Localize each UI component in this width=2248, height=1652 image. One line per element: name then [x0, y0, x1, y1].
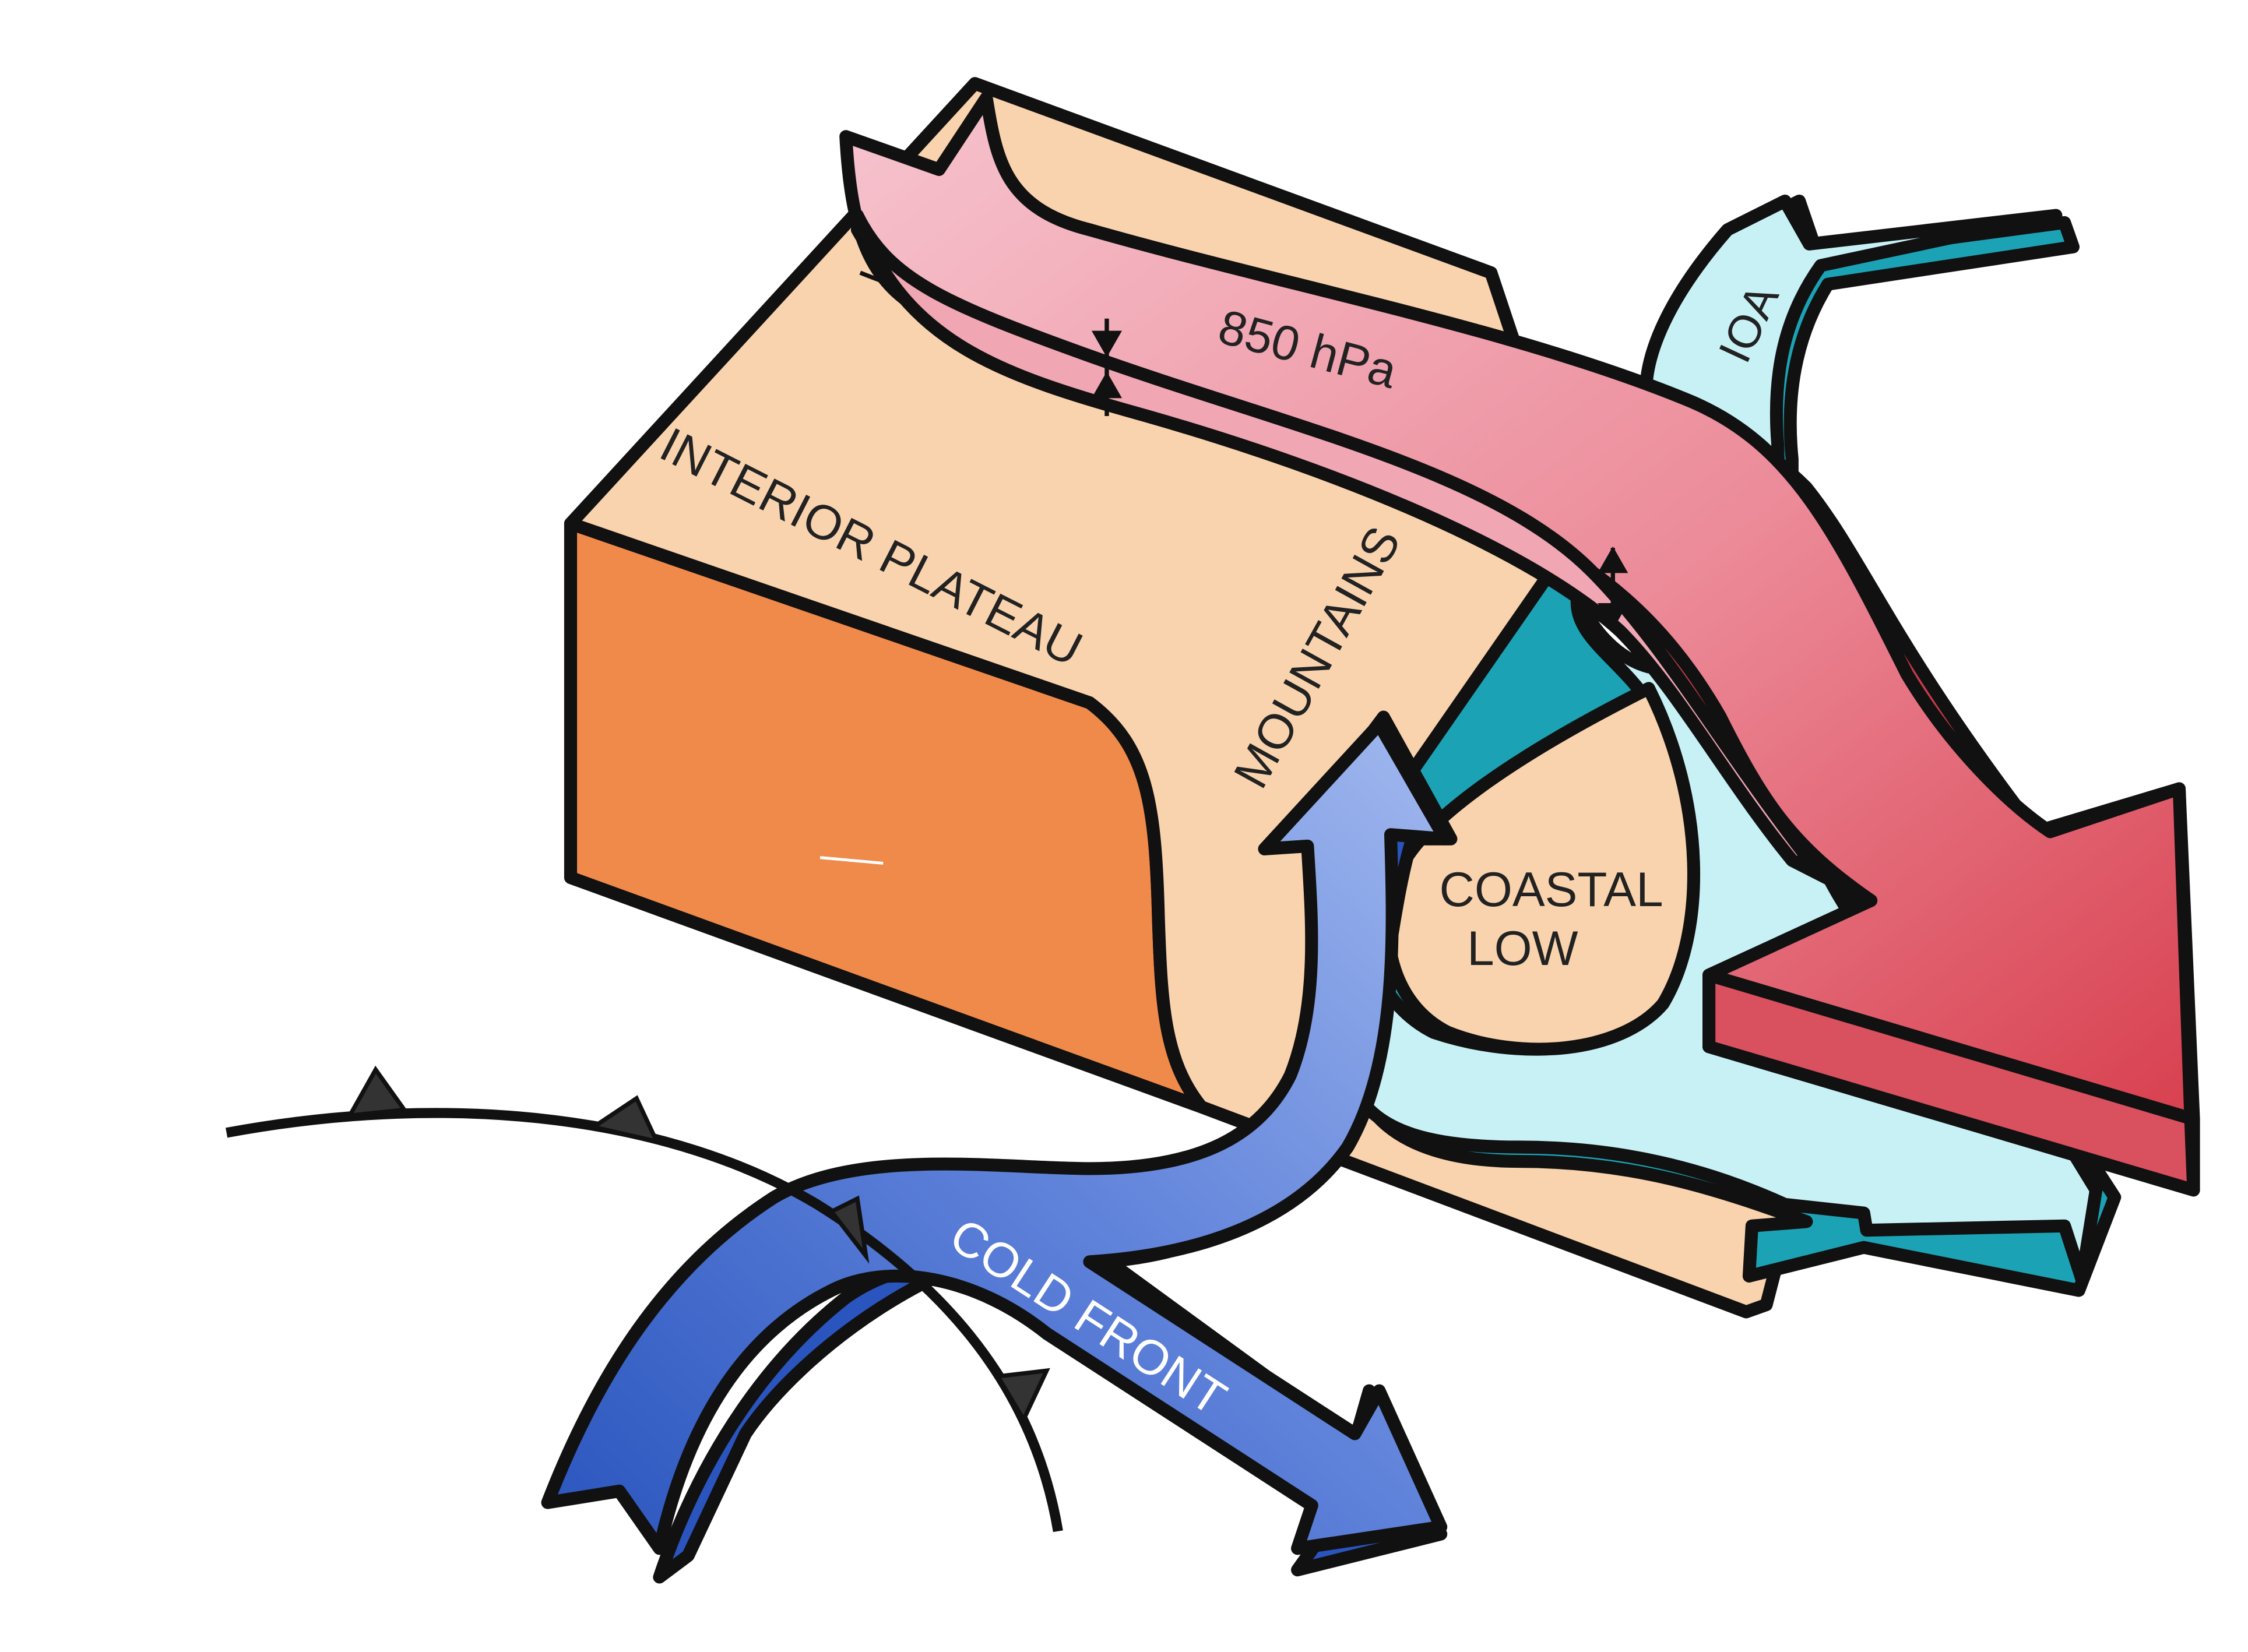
cold-flow-arrow: [541, 717, 1452, 1555]
cold-front-triangle: [588, 1095, 661, 1144]
side-face-mark: [819, 856, 884, 865]
label-coastal: COASTAL: [1439, 862, 1663, 917]
warm-flow-arrow-head-face: [1702, 968, 2200, 1197]
cold-front-triangle: [346, 1065, 409, 1118]
cold-front-triangle: [828, 1195, 870, 1264]
thickness-marker-plateau: [1091, 318, 1123, 416]
thickness-marker-coast: [1598, 546, 1628, 630]
coastal-low-core: [1382, 682, 1700, 1056]
cold-front-triangle: [994, 1368, 1050, 1424]
label-low: LOW: [1467, 921, 1578, 975]
